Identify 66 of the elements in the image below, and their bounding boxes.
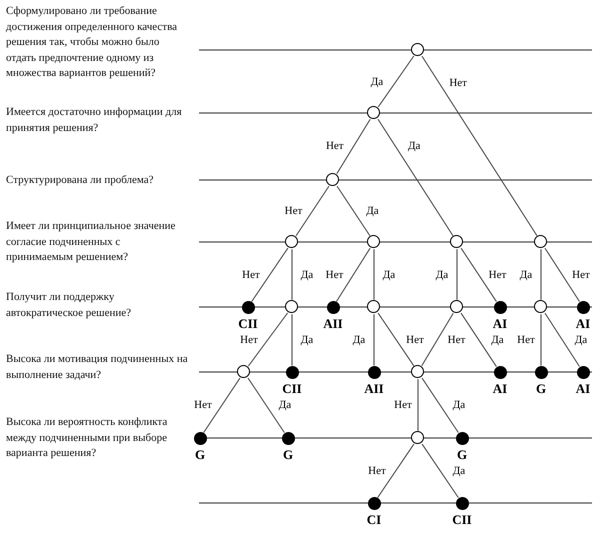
edge-label: Нет xyxy=(448,77,468,89)
tree-branch xyxy=(203,378,240,434)
edge-label: Нет xyxy=(324,140,345,152)
tree-branch xyxy=(422,444,459,498)
edge-label: Нет xyxy=(516,334,536,346)
outcome-label: G xyxy=(456,447,468,462)
tree-branch xyxy=(421,56,538,236)
edge-label: Нет xyxy=(446,334,466,346)
outcome-label: CII xyxy=(281,381,303,396)
tree-branch xyxy=(336,248,371,302)
outcome-label: CII xyxy=(451,512,473,527)
outcome-label: CI xyxy=(366,512,382,527)
edge-label: Нет xyxy=(241,268,261,280)
edge-label: Нет xyxy=(284,205,304,217)
edge-label: Да xyxy=(434,268,450,280)
tree-branch xyxy=(540,248,542,300)
outcome-label: AII xyxy=(322,316,344,331)
tree-branch xyxy=(456,248,458,300)
edge-label: Да xyxy=(518,268,534,280)
edge-label: Нет xyxy=(405,334,425,346)
edge-label: Да xyxy=(490,334,505,346)
edge-label: Нет xyxy=(324,268,344,280)
edge-label: Да xyxy=(370,76,384,88)
edge-label: Да xyxy=(300,268,314,280)
outcome-label: AI xyxy=(574,381,592,396)
tree-branch xyxy=(460,312,497,368)
outcome-label: AI xyxy=(574,316,592,331)
tree-branch xyxy=(336,186,370,236)
tree-branch xyxy=(421,312,454,366)
edge-label: Да xyxy=(300,334,314,346)
edge-label: Нет xyxy=(488,268,508,280)
edge-label: Нет xyxy=(367,464,387,476)
edge-label: Да xyxy=(574,334,588,346)
outcome-label: G xyxy=(194,447,206,462)
tree-branch xyxy=(251,248,288,302)
tree-branch xyxy=(422,378,459,434)
tree-branch xyxy=(336,118,371,174)
edge-label: Да xyxy=(452,464,466,476)
edge-label: Да xyxy=(452,399,466,411)
edge-label: Да xyxy=(278,399,292,411)
tree-branch xyxy=(377,444,414,498)
outcome-label: AII xyxy=(363,381,385,396)
edge-label: Нет xyxy=(393,399,413,411)
tree-branch xyxy=(544,312,580,368)
edge-label: Нет xyxy=(571,268,591,280)
outcome-label: AI xyxy=(492,316,508,331)
tree-branch xyxy=(378,55,414,108)
tree-branch xyxy=(460,248,497,302)
tree-branch xyxy=(544,248,580,302)
tree-branch xyxy=(248,378,285,434)
question-text: Высока ли мотивация подчиненных на выполнение задачи? xyxy=(6,352,188,383)
tree-branch xyxy=(540,314,542,366)
outcome-label: G xyxy=(534,381,548,396)
outcome-label: AI xyxy=(492,381,508,396)
edge-label: Да xyxy=(407,140,422,152)
tree-branch xyxy=(248,312,288,367)
edge-label: Да xyxy=(352,334,366,346)
tree-branch xyxy=(377,118,454,236)
edge-label: Нет xyxy=(239,334,259,346)
edge-label: Да xyxy=(382,268,396,280)
edge-label: Да xyxy=(365,205,380,217)
edge-label: Нет xyxy=(193,399,213,411)
outcome-label: G xyxy=(282,447,294,462)
outcome-label: CII xyxy=(237,316,259,331)
tree-branch xyxy=(378,312,414,366)
tree-branch xyxy=(296,186,330,236)
